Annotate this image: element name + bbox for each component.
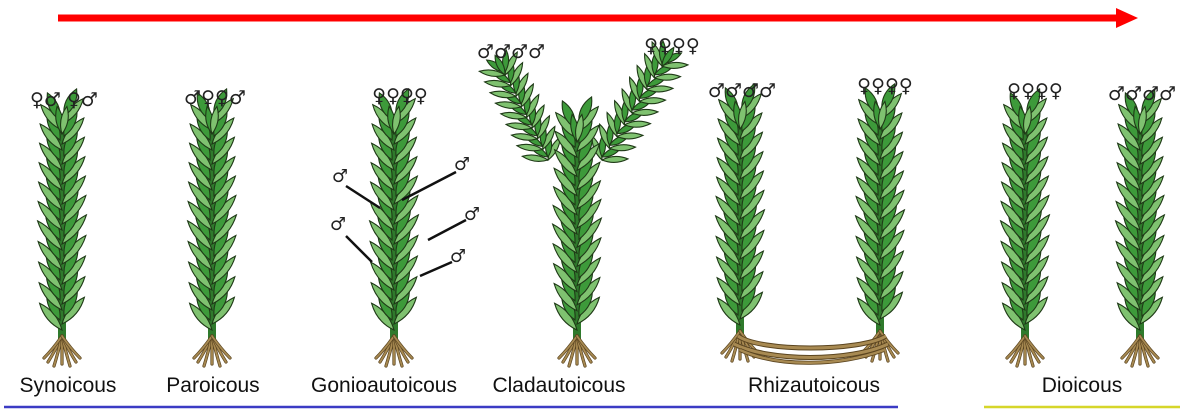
rhizoid-tuft [44,336,80,366]
branch-male-symbol: ♂ [464,204,480,225]
top-arrow [58,8,1138,28]
branch-male-symbol: ♂ [332,166,348,187]
rhizautoicous-symbols-right: ♀♀♀♀ [857,75,913,97]
branch-line [346,236,372,262]
cladautoicous-symbols-right: ♀♀♀♀ [644,35,700,57]
label-dioicous: Dioicous [1042,374,1123,397]
branch-male-symbol: ♂ [454,154,470,175]
rhizautoicous-symbols-left: ♂♂♂♂ [708,80,776,102]
rhizautoicous-left-shoot [716,84,765,361]
paroicous-shoot [188,89,237,366]
cladautoicous-right-branch [592,41,688,162]
rhizoid-tuft [1007,336,1043,366]
branch-male-symbol: ♂ [450,246,466,267]
branch-line [428,220,466,240]
rhizoid-tuft [194,336,230,366]
synoicous-symbols: ♀♂ ♀♂ [30,89,98,111]
top-arrow-head [1116,8,1138,28]
synoicous-shoot [38,89,87,366]
gonioautoicous-symbols: ♀♀♀♀ [372,85,428,107]
branch-male-symbol: ♂ [330,214,346,235]
gonioautoicous-shoot [370,89,419,366]
label-rhizautoicous: Rhizautoicous [748,374,880,397]
label-cladautoicous: Cladautoicous [492,374,625,397]
rhizoid-tuft [1122,336,1158,366]
rhizoid-tuft [376,336,412,366]
branch-line [420,262,452,276]
rhizautoicous-right-shoot [856,84,905,361]
rhizoid-tuft [559,336,595,366]
category-labels: Synoicous Paroicous Gonioautoicous Clada… [20,374,1123,397]
label-gonioautoicous: Gonioautoicous [311,374,457,397]
cladautoicous-shoot [553,97,602,366]
paroicous-symbols: ♂♀♀♂ [184,87,246,109]
dioicous-male-shoot [1116,89,1165,366]
label-synoicous: Synoicous [20,374,117,397]
cladautoicous-symbols-left: ♂♂♂♂ [477,41,545,63]
dioicous-symbols-left: ♀♀♀♀ [1007,80,1063,102]
dioicous-female-shoot [1001,89,1050,366]
dioicous-symbols-right: ♂♂♂♂ [1108,83,1176,105]
rhizoid-connection [734,336,888,363]
label-paroicous: Paroicous [166,374,259,397]
cladautoicous-left-branch [479,50,560,161]
